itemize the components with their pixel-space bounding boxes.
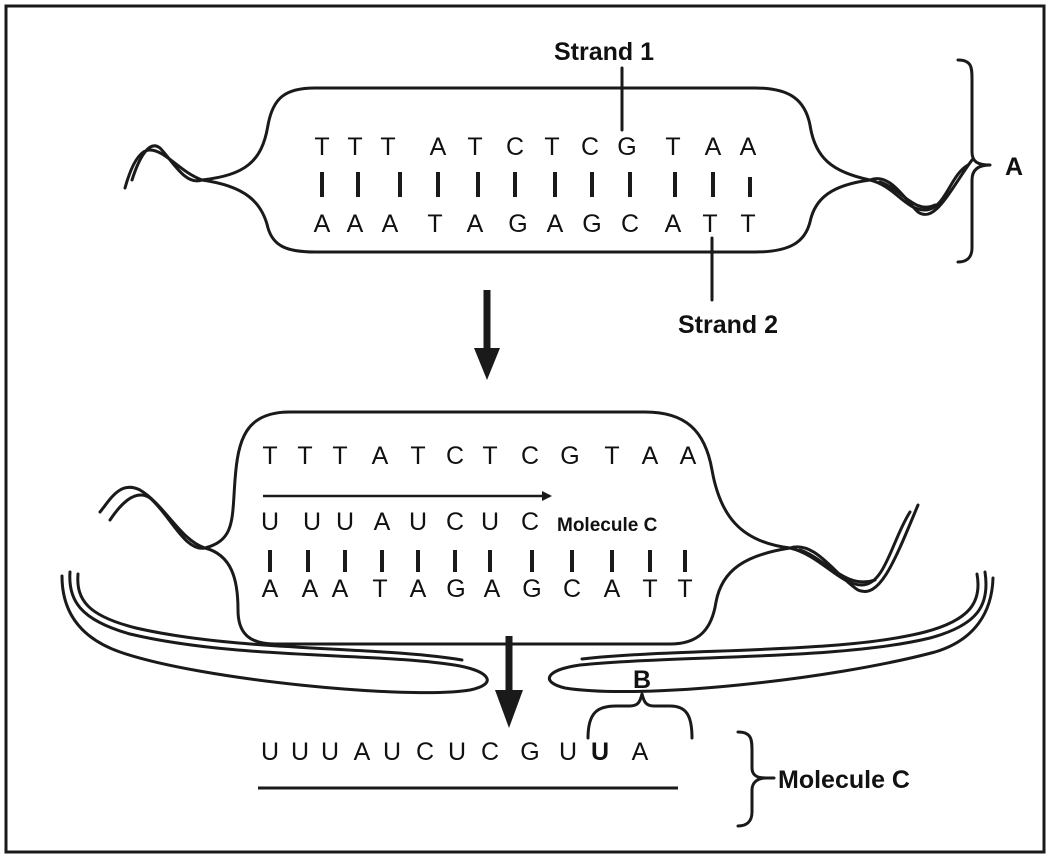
template-bottom-base-6: G [446, 575, 465, 603]
rna-base-3: U [336, 508, 354, 536]
middle-dna-bubble [100, 412, 918, 644]
template-top-base-12: A [680, 442, 697, 470]
template-top-base-3: T [332, 442, 347, 470]
strand-1-base-5: T [467, 133, 482, 161]
strand-1-base-8: C [581, 133, 599, 161]
strand-2-base-7: A [547, 210, 564, 238]
strand-2-base-8: G [582, 210, 601, 238]
strand-1-base-12: A [740, 133, 757, 161]
template-top-base-7: T [482, 442, 497, 470]
template-top-base-2: T [297, 442, 312, 470]
template-bottom-base-2: A [302, 575, 319, 603]
molecule-c-bracket [738, 732, 766, 826]
template-top-base-5: T [410, 442, 425, 470]
outer-frame [6, 6, 1044, 852]
molecule-c-base-8: C [481, 738, 499, 766]
strand-1-label: Strand 1 [554, 38, 654, 66]
strand-2-base-11: T [702, 210, 717, 238]
rna-base-7: U [481, 508, 499, 536]
template-top-base-8: C [521, 442, 539, 470]
strand-2-base-9: C [621, 210, 639, 238]
template-top-base-9: G [560, 442, 579, 470]
down-arrow-2 [495, 636, 523, 728]
strand-1-base-2: T [347, 133, 362, 161]
strand-2-base-10: A [665, 210, 682, 238]
top-bubble-lower-outline [202, 180, 870, 252]
template-bottom-base-4: T [372, 575, 387, 603]
template-bottom-base-5: A [410, 575, 427, 603]
rna-base-2: U [303, 508, 321, 536]
strand-2-base-6: G [508, 210, 527, 238]
strand-2-base-5: A [467, 210, 484, 238]
molecule-c-base-4: A [354, 738, 371, 766]
codon-B-label: B [633, 666, 651, 694]
middle-molecule-c-label: Molecule C [557, 515, 658, 536]
strand-1-base-4: A [430, 133, 447, 161]
strand-1-base-6: C [506, 133, 524, 161]
template-top-base-1: T [262, 442, 277, 470]
template-bottom-base-1: A [262, 575, 279, 603]
middle-base-pair-bonds [270, 550, 685, 572]
template-bottom-base-9: C [563, 575, 581, 603]
molecule-c-base-6: C [416, 738, 434, 766]
molecule-c-base-9: G [520, 738, 539, 766]
strand-1-base-10: T [665, 133, 680, 161]
strand-2-base-3: A [382, 210, 399, 238]
molecule-c-base-7: U [448, 738, 466, 766]
strand-1-base-11: A [705, 133, 722, 161]
strand-1-base-1: T [314, 133, 329, 161]
template-top-base-4: A [372, 442, 389, 470]
template-bottom-base-11: T [642, 575, 657, 603]
bottom-molecule-c-label: Molecule C [778, 766, 910, 794]
rna-base-8: C [521, 508, 539, 536]
rna-base-4: A [374, 508, 391, 536]
molecule-c-base-2: U [291, 738, 309, 766]
molecule-c-base-11: U [591, 738, 609, 766]
middle-left-helix-a [100, 487, 205, 548]
strand-1-base-9: G [617, 133, 636, 161]
template-bottom-base-7: A [484, 575, 501, 603]
strand-2-base-1: A [314, 210, 331, 238]
template-bottom-base-10: A [604, 575, 621, 603]
strand-2-base-12: T [740, 210, 755, 238]
rna-base-6: C [446, 508, 464, 536]
molecule-c-base-3: U [321, 738, 339, 766]
top-base-pair-bonds [322, 172, 750, 197]
strand-2-base-2: A [347, 210, 364, 238]
template-top-base-10: T [604, 442, 619, 470]
middle-right-helix-b [790, 505, 918, 592]
molecule-c-base-12: A [632, 738, 649, 766]
rna-base-1: U [261, 508, 279, 536]
rna-base-5: U [409, 508, 427, 536]
middle-right-helix-c [800, 550, 875, 582]
molecule-c-base-10: U [559, 738, 577, 766]
bracket-A-label: A [1005, 153, 1023, 181]
strand-2-base-4: T [427, 210, 442, 238]
codon-bracket-B [588, 694, 692, 738]
template-top-base-11: A [642, 442, 659, 470]
molecule-c-base-1: U [261, 738, 279, 766]
template-top-base-6: C [446, 442, 464, 470]
strand-1-base-7: T [544, 133, 559, 161]
molecule-c-base-5: U [383, 738, 401, 766]
top-bubble-upper-outline [202, 88, 870, 180]
strand-1-base-3: T [380, 133, 395, 161]
template-bottom-base-12: T [677, 575, 692, 603]
down-arrow-1 [474, 290, 500, 380]
template-bottom-base-3: A [332, 575, 349, 603]
strand-2-label: Strand 2 [678, 311, 778, 339]
bracket-A [958, 60, 990, 262]
template-bottom-base-8: G [522, 575, 541, 603]
